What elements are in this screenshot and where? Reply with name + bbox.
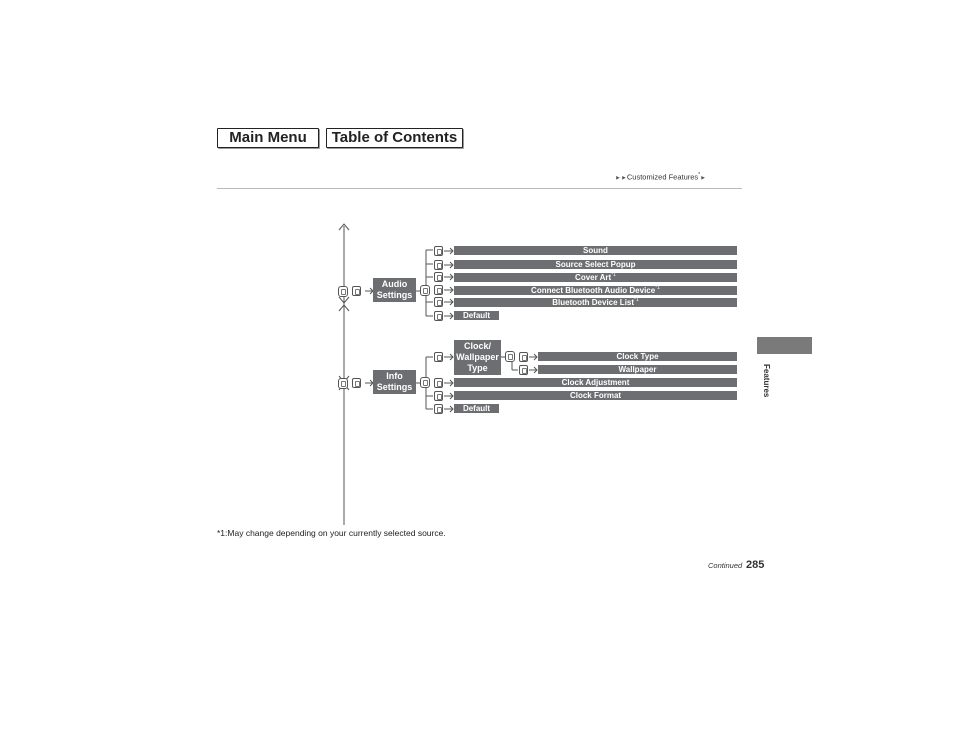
header-divider <box>217 188 742 189</box>
press-knob-icon <box>434 260 443 270</box>
menu-item-label: Cover Art <box>575 273 612 282</box>
menu-item-clock-type: Clock Type <box>538 352 737 361</box>
menu-item-connect-bluetooth-audio-device: Connect Bluetooth Audio Device*1 <box>454 286 737 295</box>
breadcrumb-sup: * <box>698 172 701 178</box>
press-knob-icon <box>434 391 443 401</box>
menu-item-default-info: Default <box>454 404 499 413</box>
press-knob-icon <box>434 404 443 414</box>
menu-item-label: Connect Bluetooth Audio Device <box>531 286 656 295</box>
menu-item-label: Clock Format <box>569 391 622 400</box>
continued-label: Continued <box>708 561 743 570</box>
press-knob-icon <box>352 286 361 296</box>
press-knob-icon <box>434 246 443 256</box>
breadcrumb-arrow-icon: ►► <box>615 175 627 182</box>
menu-item-clock-format: Clock Format <box>454 391 737 400</box>
menu-item-clock-adjustment: Clock Adjustment <box>454 378 737 387</box>
rotate-knob-icon <box>338 286 348 297</box>
rotate-knob-icon <box>420 285 430 296</box>
menu-item-sound: Sound <box>454 246 737 255</box>
info-settings-line1: Info <box>386 371 403 381</box>
press-knob-icon <box>434 311 443 321</box>
menu-item-label: Default <box>462 311 491 320</box>
clock-wallpaper-line2: Wallpaper <box>456 352 499 362</box>
press-knob-icon <box>434 272 443 282</box>
menu-item-label: Wallpaper <box>618 365 657 374</box>
breadcrumb-end-arrow-icon: ► <box>700 175 707 182</box>
footnote-marker: *1 <box>655 285 660 291</box>
clock-wallpaper-line3: Type <box>467 363 488 373</box>
menu-item-bluetooth-device-list: Bluetooth Device List*1 <box>454 298 737 307</box>
press-knob-icon <box>434 285 443 295</box>
clock-wallpaper-line1: Clock/ <box>463 341 491 351</box>
info-settings-node: Info Settings <box>373 370 416 394</box>
menu-item-label: Clock Type <box>616 352 659 361</box>
info-settings-line2: Settings <box>376 382 413 392</box>
audio-settings-line1: Audio <box>381 279 408 289</box>
menu-item-label: Clock Adjustment <box>561 378 630 387</box>
page-number: 285 <box>746 559 765 571</box>
rotate-knob-icon <box>505 351 515 362</box>
table-of-contents-button[interactable]: Table of Contents <box>326 128 463 148</box>
footnote-marker: *1 <box>611 272 616 278</box>
clock-wallpaper-type-node: Clock/ Wallpaper Type <box>454 340 501 375</box>
menu-item-wallpaper: Wallpaper <box>538 365 737 374</box>
audio-settings-node: Audio Settings <box>373 278 416 302</box>
rotate-knob-icon <box>338 378 348 389</box>
rotate-knob-icon <box>420 377 430 388</box>
menu-item-default-audio: Default <box>454 311 499 320</box>
breadcrumb-title: Customized Features <box>626 172 699 182</box>
press-knob-icon <box>434 297 443 307</box>
press-knob-icon <box>519 365 528 375</box>
menu-item-cover-art: Cover Art*1 <box>454 273 737 282</box>
section-tab-label: Features <box>762 364 771 398</box>
footnote-marker: *1 <box>634 297 639 303</box>
menu-item-label: Source Select Popup <box>555 260 636 269</box>
menu-item-label: Default <box>462 404 491 413</box>
menu-item-label: Sound <box>583 246 608 255</box>
menu-item-label: Bluetooth Device List <box>552 298 635 307</box>
press-knob-icon <box>519 352 528 362</box>
audio-settings-line2: Settings <box>376 290 413 300</box>
menu-item-source-select-popup: Source Select Popup <box>454 260 737 269</box>
section-tab-marker <box>757 337 812 354</box>
breadcrumb: ►►Customized Features*► <box>615 172 706 182</box>
press-knob-icon <box>352 378 361 388</box>
press-knob-icon <box>434 352 443 362</box>
main-menu-button[interactable]: Main Menu <box>217 128 319 148</box>
press-knob-icon <box>434 378 443 388</box>
footnote: *1:May change depending on your currentl… <box>217 528 446 538</box>
